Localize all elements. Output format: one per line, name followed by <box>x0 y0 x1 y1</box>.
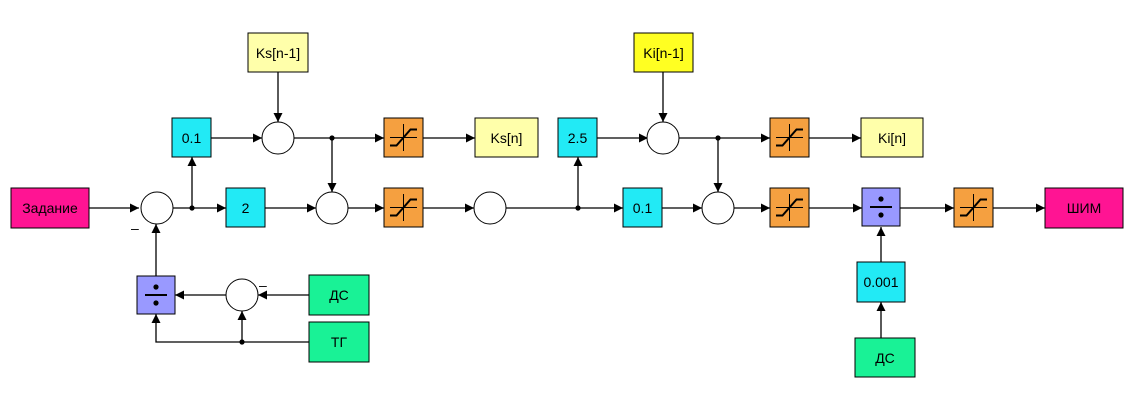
main-sum-circle-icon <box>140 191 174 225</box>
ks-next-block: Ks[n] <box>474 117 539 158</box>
tg-sensor-label: ТГ <box>331 334 348 350</box>
sum-top-right-circle-icon <box>646 121 680 155</box>
saturation-icon <box>390 124 417 151</box>
limiter-block <box>383 187 424 228</box>
zadanie-block: Задание <box>10 187 90 229</box>
ds-sensor-block: ДС <box>308 274 370 316</box>
limiter-block <box>769 187 810 228</box>
zadanie-label: Задание <box>22 200 78 216</box>
tg-sensor-block: ТГ <box>308 321 370 363</box>
pwm-block: ШИМ <box>1044 187 1124 229</box>
gain-block-speed-prop: 2 <box>225 187 266 228</box>
junction-dot <box>329 135 335 141</box>
divider-block <box>136 275 176 315</box>
sum-center-circle-icon <box>473 191 507 225</box>
ks-next-label: Ks[n] <box>491 130 523 146</box>
junction-dot <box>715 135 721 141</box>
junction-dots <box>189 135 721 345</box>
saturation-icon <box>960 194 987 221</box>
sum-top-left-circle-icon <box>261 121 295 155</box>
gain-block-speed-int: 0.1 <box>171 117 212 158</box>
summators <box>140 121 735 312</box>
gain-label: 0.1 <box>633 200 653 216</box>
gain-label: 2 <box>242 200 250 216</box>
ki-prev-block: Ki[n-1] <box>633 32 694 73</box>
junction-dot <box>575 205 581 211</box>
limiter-block <box>953 187 994 228</box>
connection-lines <box>89 72 1045 343</box>
gain-block-small: 0.001 <box>856 261 906 303</box>
feedback-sum-circle-icon <box>225 278 259 312</box>
divider-block <box>861 187 901 227</box>
sum-mid-left-circle-icon <box>315 191 349 225</box>
ds-bottom-sensor-block: ДС <box>854 337 916 378</box>
ki-next-block: Ki[n] <box>860 117 924 158</box>
junction-dot <box>239 339 245 345</box>
saturation-icon <box>390 194 417 221</box>
gain-label: 2.5 <box>568 130 588 146</box>
pwm-label: ШИМ <box>1067 200 1102 216</box>
ks-prev-block: Ks[n-1] <box>247 32 309 73</box>
saturation-icon <box>776 194 803 221</box>
ks-prev-label: Ks[n-1] <box>256 45 300 61</box>
limiters <box>383 117 994 228</box>
ds-sensor-label: ДС <box>329 287 349 303</box>
main-sum-minus-sign: – <box>131 220 139 236</box>
ds-bottom-sensor-label: ДС <box>875 350 895 366</box>
ki-next-label: Ki[n] <box>878 130 906 146</box>
junction-dot <box>189 205 195 211</box>
limiter-block <box>769 117 810 158</box>
feedback-sum-minus-sign: – <box>259 277 267 293</box>
ki-prev-label: Ki[n-1] <box>643 45 683 61</box>
gain-label: 0.001 <box>863 274 898 290</box>
dividers <box>136 187 901 315</box>
gain-label: 0.1 <box>182 130 202 146</box>
gain-block-current-prop: 0.1 <box>622 187 663 228</box>
divide-icon <box>145 284 167 306</box>
divide-icon <box>870 196 892 218</box>
saturation-icon <box>776 124 803 151</box>
sum-mid-right-circle-icon <box>701 191 735 225</box>
gain-block-current-int: 2.5 <box>557 117 598 158</box>
limiter-block <box>383 117 424 158</box>
